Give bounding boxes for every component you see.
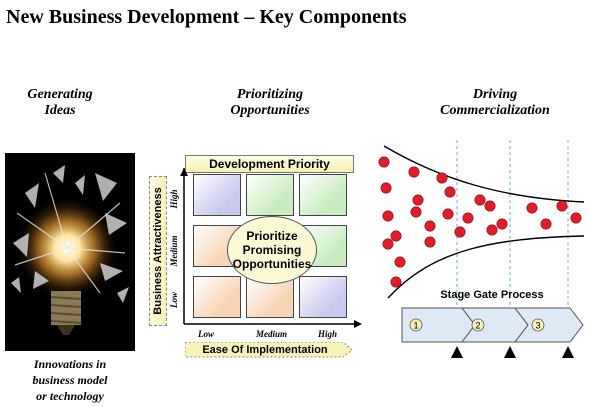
- idea-dot: [454, 226, 466, 238]
- idea-dot: [382, 210, 394, 222]
- page-title: New Business Development – Key Component…: [6, 6, 407, 28]
- matrix-cell: [299, 276, 347, 318]
- gate-triangle-3: [562, 346, 574, 358]
- idea-dot: [474, 194, 486, 206]
- y-axis-label: Business Attractiveness: [152, 187, 164, 315]
- idea-dot: [378, 156, 390, 168]
- matrix-cell: [193, 174, 241, 216]
- stage-number: 1: [413, 321, 418, 331]
- stage-chevron: 1: [401, 307, 476, 343]
- matrix-cell: [246, 174, 294, 216]
- idea-dot: [390, 276, 402, 288]
- idea-dot: [412, 194, 424, 206]
- heading-driving-commercialization: Driving Commercialization: [425, 87, 565, 119]
- idea-dot: [410, 206, 422, 218]
- matrix-cell: [299, 174, 347, 216]
- idea-dot: [462, 212, 474, 224]
- idea-dot: [444, 186, 456, 198]
- ellipse-line: Promising: [242, 243, 302, 257]
- idea-dot: [526, 202, 538, 214]
- idea-dot: [408, 166, 420, 178]
- ease-of-implementation-banner: Ease Of Implementation: [185, 342, 353, 358]
- heading-prioritizing-opportunities: Prioritizing Opportunities: [205, 87, 335, 119]
- ellipse-line: Opportunities: [232, 257, 312, 271]
- gate-triangle-1: [451, 346, 463, 358]
- x-tick-low: Low: [198, 329, 215, 339]
- caption-innovations: Innovations in business model or technol…: [10, 356, 130, 404]
- business-attractiveness-banner: Business Attractiveness: [149, 176, 167, 326]
- x-tick-high: High: [318, 329, 338, 339]
- funnel-bottom-curve: [387, 235, 585, 299]
- commercialization-funnel: Stage Gate Process 1 2 3: [378, 140, 585, 358]
- stage-chevron: 3: [513, 307, 584, 343]
- heading-line: Generating: [27, 87, 93, 102]
- heading-line: Driving: [472, 87, 518, 102]
- heading-generating-ideas: Generating Ideas: [10, 87, 110, 119]
- heading-line: Prioritizing: [236, 87, 304, 102]
- idea-dot: [486, 224, 498, 236]
- gate-triangle-2: [504, 346, 516, 358]
- idea-dot: [424, 236, 436, 248]
- idea-dot: [442, 208, 454, 220]
- caption-line: business model: [32, 373, 108, 387]
- stage-chevrons: 1 2 3: [401, 307, 584, 343]
- x-tick-medium: Medium: [256, 329, 288, 339]
- heading-line: Opportunities: [230, 103, 310, 118]
- matrix-cell: [193, 276, 241, 318]
- idea-dot: [380, 182, 392, 194]
- funnel-top-curve: [383, 145, 585, 203]
- ellipse-line: Prioritize: [246, 229, 298, 243]
- prioritize-opportunities-ellipse: Prioritize Promising Opportunities: [227, 216, 317, 284]
- stage-number: 2: [475, 321, 480, 331]
- heading-line: Commercialization: [440, 103, 550, 118]
- x-axis-label: Ease Of Implementation: [202, 344, 328, 356]
- development-priority-banner: Development Priority: [185, 155, 354, 173]
- stage-number: 3: [535, 321, 540, 331]
- idea-dot: [556, 200, 568, 212]
- caption-line: or technology: [36, 389, 104, 403]
- idea-dot: [382, 238, 394, 250]
- stage-gate-label: Stage Gate Process: [440, 289, 543, 301]
- idea-dot: [496, 218, 508, 230]
- idea-dot: [436, 172, 448, 184]
- stage-chevron: 2: [460, 307, 529, 343]
- heading-line: Ideas: [44, 103, 76, 118]
- idea-dot: [390, 230, 402, 242]
- exploding-bulb-image: [5, 153, 135, 351]
- matrix-axes: [180, 168, 362, 328]
- caption-line: Innovations in: [33, 357, 107, 371]
- idea-dot: [394, 256, 406, 268]
- idea-dot: [570, 212, 582, 224]
- gate-lines: [456, 140, 569, 305]
- idea-dot: [540, 218, 552, 230]
- idea-dot: [424, 220, 436, 232]
- idea-dot: [484, 200, 496, 212]
